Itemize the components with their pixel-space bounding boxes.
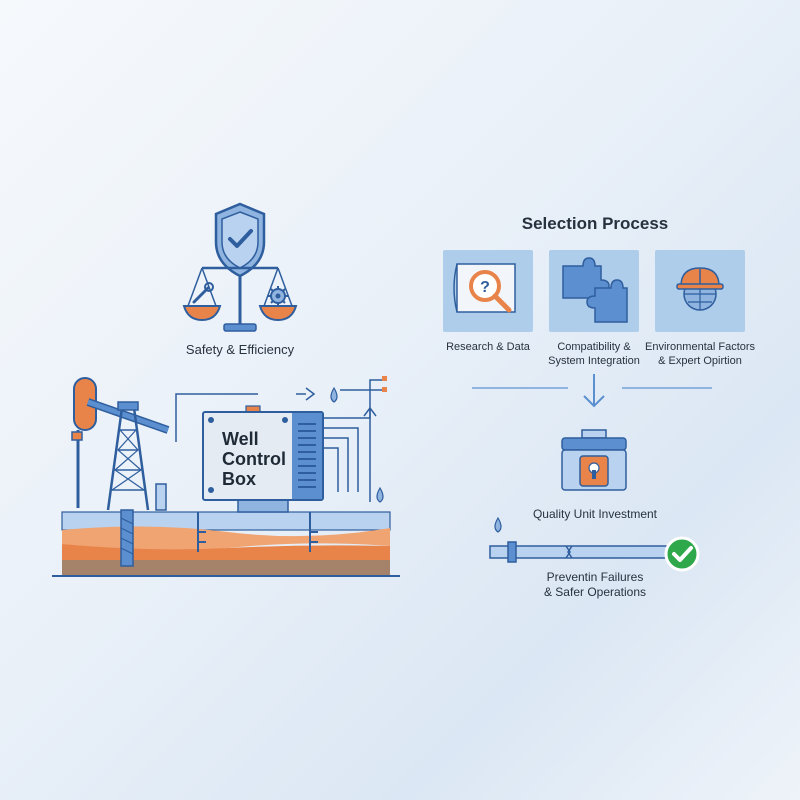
quality-unit-label: Quality Unit Investment (532, 507, 658, 521)
map-search-icon: ? (453, 263, 516, 313)
safety-scales-illustration (182, 202, 298, 332)
shield-check-icon (214, 202, 266, 278)
droplet-icon (330, 386, 338, 403)
check-circle-icon (664, 536, 700, 572)
quality-unit-lock-icon (561, 429, 627, 491)
control-box-line-1: Well (222, 429, 259, 449)
card-environmental (655, 250, 745, 332)
card-compatibility-label: Compatibility & System Integration (548, 341, 640, 367)
selection-process-title: Selection Process (521, 214, 669, 233)
svg-text:?: ? (480, 279, 490, 296)
card-compatibility (549, 250, 639, 332)
control-box-line-2: Control (222, 449, 286, 469)
outcome-label: Preventin Failures & Safer Operations (543, 570, 647, 599)
droplet-icon (376, 486, 384, 503)
well-site-illustration (52, 376, 400, 577)
derrick-icon (106, 401, 150, 511)
wrench-icon (192, 282, 214, 304)
droplet-icon (494, 516, 502, 533)
well-control-box: Well Control Box (202, 411, 324, 501)
pumpjack-icon (71, 377, 170, 508)
control-box-line-3: Box (222, 469, 257, 489)
card-research-label: Research & Data (446, 341, 530, 353)
safety-efficiency-label: Safety & Efficiency (185, 342, 295, 357)
hardhat-globe-icon (676, 267, 724, 311)
gear-icon (268, 286, 288, 306)
pipe-check-illustration (489, 516, 700, 572)
puzzle-icon (562, 257, 628, 323)
card-research-data: ? (443, 250, 533, 332)
flow-connector (472, 374, 712, 408)
card-environmental-label: Environmental Factors & Expert Opirtion (645, 341, 756, 367)
